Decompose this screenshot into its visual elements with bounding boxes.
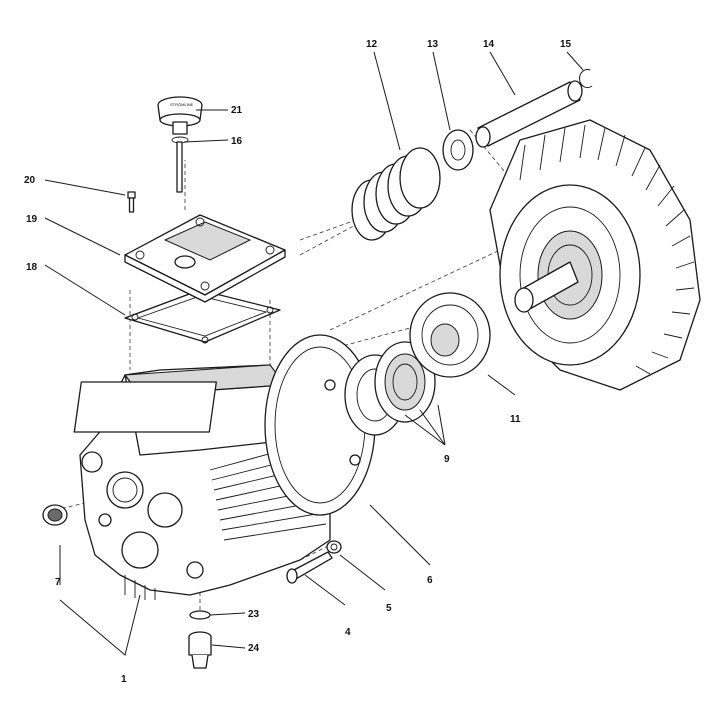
callout-21: 21 <box>231 105 243 116</box>
spring-part-12 <box>351 147 441 241</box>
callout-numbers: 1 4 5 6 7 9 11 12 13 14 15 16 18 19 20 2… <box>24 39 572 685</box>
callout-14: 14 <box>483 39 495 50</box>
breather-cap-label: STRÖMLINE <box>170 102 194 107</box>
callout-11: 11 <box>510 414 521 425</box>
callout-13: 13 <box>427 39 439 50</box>
callout-16: 16 <box>231 136 243 147</box>
callout-19: 19 <box>26 214 38 225</box>
breather-cap-part-21: STRÖMLINE <box>157 96 203 135</box>
callout-15: 15 <box>560 39 572 50</box>
callout-20: 20 <box>24 175 36 186</box>
callout-12: 12 <box>366 39 378 50</box>
housing-part-1 <box>73 334 376 600</box>
callout-7: 7 <box>55 577 61 588</box>
callout-24: 24 <box>248 643 260 654</box>
washer-part-5 <box>326 540 342 554</box>
callout-23: 23 <box>248 609 260 620</box>
screw-part-20 <box>127 191 136 213</box>
plug-part-7 <box>42 504 68 526</box>
drain-plug-part-24 <box>188 631 212 669</box>
dipstick-part-16 <box>171 136 189 193</box>
callout-1: 1 <box>121 674 127 685</box>
callout-5: 5 <box>386 603 392 614</box>
washer-part-13 <box>442 129 474 171</box>
o-ring-part-23 <box>189 610 211 620</box>
callout-6: 6 <box>427 575 433 586</box>
seal-disc-part-11 <box>409 292 491 378</box>
callout-9: 9 <box>444 454 450 465</box>
bearing-set-part-9 <box>344 341 436 436</box>
motor-fan-housing <box>489 119 701 391</box>
cover-plate-part-19 <box>124 214 286 303</box>
callout-4: 4 <box>345 627 351 638</box>
leader-lines <box>44 51 584 656</box>
bolt-part-4 <box>286 551 333 584</box>
shaft-part-14 <box>475 80 583 148</box>
circlip-part-15 <box>579 69 593 89</box>
callout-18: 18 <box>26 262 38 273</box>
